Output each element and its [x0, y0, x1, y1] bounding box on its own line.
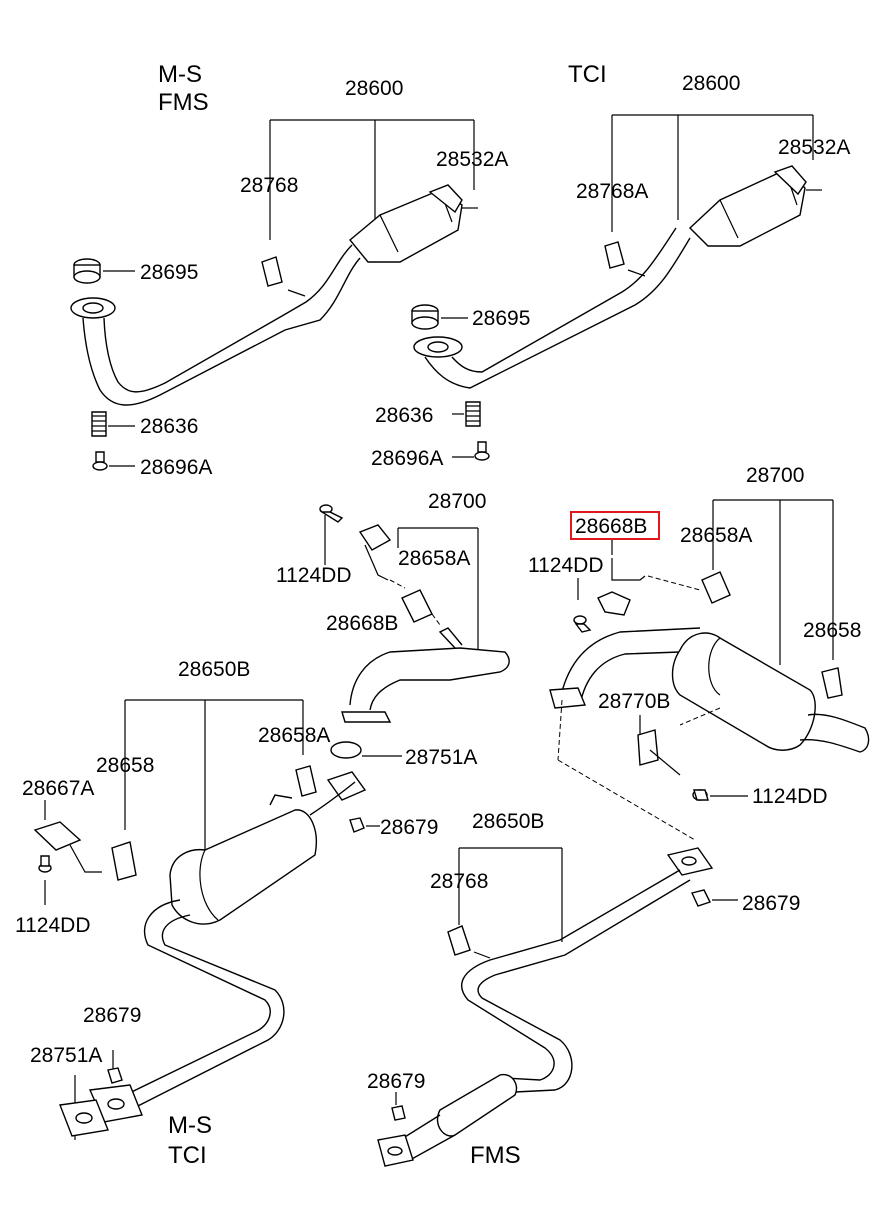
- callout-bl-1124dd: 1124DD: [15, 914, 91, 937]
- callout-ml-28700: 28700: [428, 490, 486, 513]
- callout-bl-28667a: 28667A: [22, 777, 94, 800]
- callout-mr-28658: 28658: [803, 619, 861, 642]
- tail-pipe-left: [319, 504, 510, 723]
- callout-tl-28695: 28695: [140, 261, 198, 284]
- callout-ml-1124dd: 1124DD: [276, 564, 352, 587]
- callout-tr-28695: 28695: [472, 307, 530, 330]
- callout-br-28679-b: 28679: [367, 1070, 425, 1093]
- title-tl-line1: M-S: [158, 61, 202, 88]
- front-pipe-tci: [411, 114, 822, 461]
- callout-mr-1124dd-b: 1124DD: [752, 785, 828, 808]
- callout-bl-28751a-b: 28751A: [30, 1044, 102, 1067]
- callout-br-28650b: 28650B: [472, 810, 544, 833]
- callout-br-28768: 28768: [430, 870, 488, 893]
- callout-mr-28700: 28700: [746, 464, 804, 487]
- callout-ml-28668b: 28668B: [326, 612, 398, 635]
- callout-tl-28600: 28600: [345, 77, 403, 100]
- callout-bl-28679-b: 28679: [83, 1004, 141, 1027]
- muffler-right: [549, 499, 870, 841]
- callout-tl-28532a: 28532A: [436, 148, 508, 171]
- callout-mr-28668b: 28668B: [575, 515, 647, 538]
- callout-tr-28600: 28600: [682, 72, 740, 95]
- callout-tl-28636: 28636: [140, 415, 198, 438]
- title-br: FMS: [470, 1142, 521, 1169]
- callout-mr-28658a: 28658A: [680, 524, 752, 547]
- callout-bl-28650b: 28650B: [178, 658, 250, 681]
- callout-bl-28679: 28679: [380, 816, 438, 839]
- callout-tr-28696a: 28696A: [371, 447, 443, 470]
- title-tl-line2: FMS: [158, 89, 209, 116]
- highlight-28668b: [570, 511, 660, 540]
- callout-tr-28532a: 28532A: [778, 136, 850, 159]
- callout-tr-28636: 28636: [375, 404, 433, 427]
- callout-bl-28751a: 28751A: [405, 746, 477, 769]
- title-tr: TCI: [568, 61, 607, 88]
- callout-mr-1124dd: 1124DD: [528, 554, 604, 577]
- title-bl-line1: M-S: [168, 1112, 212, 1139]
- front-pipe-ms-fms: [70, 119, 478, 471]
- callout-ml-28658a: 28658A: [398, 547, 470, 570]
- center-muffler-ms-tci: [33, 699, 402, 1140]
- callout-bl-28658a: 28658A: [258, 724, 330, 747]
- callout-tl-28696a: 28696A: [140, 456, 212, 479]
- callout-mr-28770b: 28770B: [598, 690, 670, 713]
- callout-tr-28768a: 28768A: [576, 180, 648, 203]
- center-pipe-fms: [377, 847, 738, 1167]
- callout-bl-28658: 28658: [96, 754, 154, 777]
- title-bl-line2: TCI: [168, 1142, 207, 1169]
- callout-tl-28768: 28768: [240, 174, 298, 197]
- callout-br-28679: 28679: [742, 892, 800, 915]
